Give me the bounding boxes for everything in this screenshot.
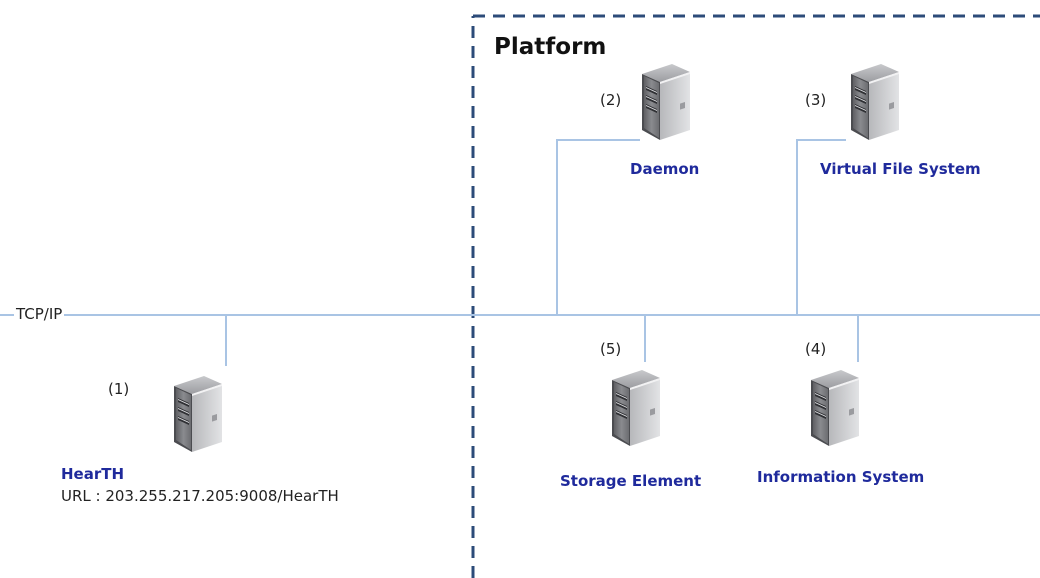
node-number-vfs: (3): [805, 91, 827, 109]
node-label-daemon: Daemon: [630, 160, 700, 178]
tcp-ip-label: TCP/IP: [14, 305, 65, 323]
server-icon-storage: [612, 370, 660, 446]
vfs-link: [796, 139, 846, 315]
node-label-storage: Storage Element: [560, 472, 702, 490]
daemon-link: [556, 139, 640, 315]
server-icon-daemon: [642, 64, 690, 140]
node-number-infosys: (4): [805, 340, 827, 358]
server-icon-infosys: [811, 370, 859, 446]
server-icon-vfs: [851, 64, 899, 140]
platform-title: Platform: [494, 34, 607, 60]
connector-lines: [225, 139, 859, 366]
node-number-storage: (5): [600, 340, 622, 358]
node-number-daemon: (2): [600, 91, 622, 109]
node-label-infosys: Information System: [757, 468, 925, 486]
server-icon-hearth: [174, 376, 222, 452]
node-label-vfs: Virtual File System: [820, 160, 981, 178]
platform-boundary: [471, 14, 1040, 578]
node-number-hearth: (1): [108, 380, 130, 398]
node-label-hearth: HearTH: [61, 465, 125, 483]
hearth-url: URL : 203.255.217.205:9008/HearTH: [61, 487, 339, 505]
